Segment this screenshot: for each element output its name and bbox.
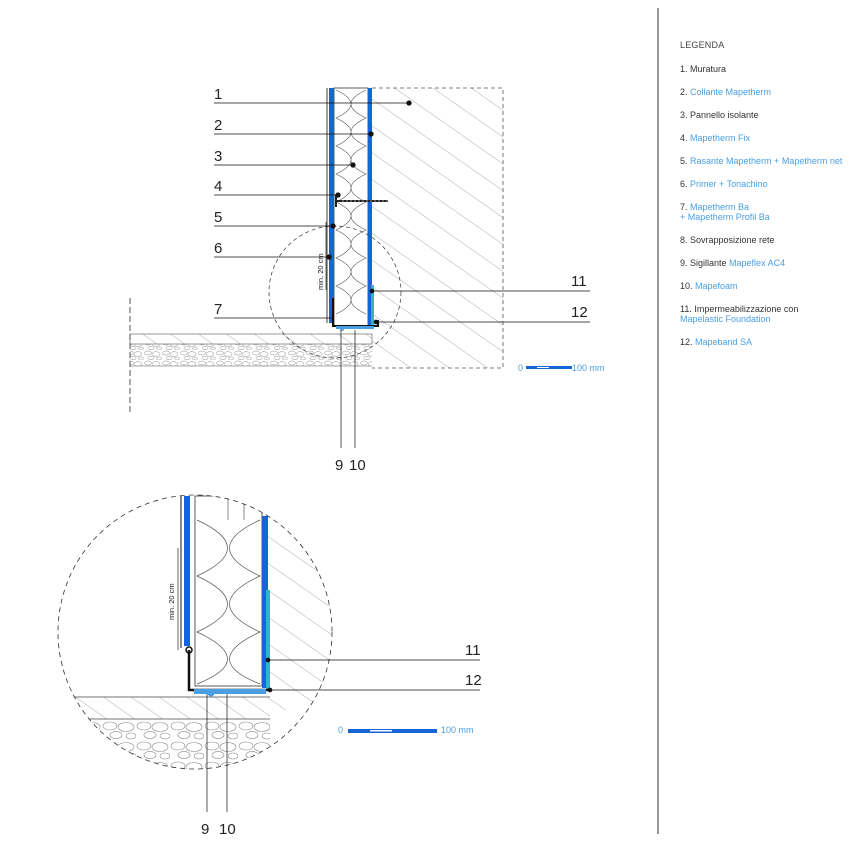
callout-2: 2 <box>214 117 222 134</box>
legend-item-text: Mapefoam <box>692 281 738 291</box>
legend-item-text: Mapeflex AC4 <box>729 258 786 268</box>
legend-item-number: 10. <box>680 281 693 291</box>
callout-9: 9 <box>335 457 343 474</box>
legend-item: 12. Mapeband SA <box>680 337 857 347</box>
legend-items: 1. Muratura 2. Collante Mapetherm 3. Panne… <box>680 64 857 347</box>
legend-item-text: Impermeabilizzazione con <box>691 304 799 314</box>
callout-11: 11 <box>571 273 587 290</box>
legend-item-text: Mapelastic Foundation <box>680 314 771 324</box>
legend-title: LEGENDA <box>680 40 725 50</box>
svg-text:100 mm: 100 mm <box>441 725 474 735</box>
legend-item-text: Mapetherm Fix <box>687 133 751 143</box>
adhesive-layer <box>368 88 372 328</box>
floor-slab <box>129 333 373 345</box>
legend-item: 10. Mapefoam <box>680 281 857 291</box>
callout-4: 4 <box>214 178 222 195</box>
callout-6: 6 <box>214 240 222 257</box>
callout-7: 7 <box>214 301 222 318</box>
legend-item-text: Sovrapposizione rete <box>687 235 775 245</box>
legend-item-text: Mapeband SA <box>692 337 753 347</box>
insulation-panel <box>333 87 369 327</box>
svg-text:0: 0 <box>518 363 523 373</box>
legend-item: 4. Mapetherm Fix <box>680 133 857 143</box>
legend-item-number: 2. <box>680 87 688 97</box>
legend-item-number: 9. <box>680 258 688 268</box>
legend-item-number: 1. <box>680 64 688 74</box>
callout-3: 3 <box>214 148 222 165</box>
legend-item-number: 12. <box>680 337 693 347</box>
legend-item-number: 5. <box>680 156 688 166</box>
legend-item-number: 6. <box>680 179 688 189</box>
legend-item-text: Collante Mapetherm <box>687 87 772 97</box>
masonry-outline <box>372 87 504 369</box>
legend-item: 5. Rasante Mapetherm + Mapetherm net <box>680 156 857 166</box>
callout-10: 10 <box>349 457 366 474</box>
legend-item-text: Pannello isolante <box>687 110 759 120</box>
detail-circle-large <box>57 494 333 770</box>
waterproofing <box>371 285 374 327</box>
legend-item: 8. Sovrapposizione rete <box>680 235 857 245</box>
legend-item: 1. Muratura <box>680 64 857 74</box>
legend-item: 6. Primer + Tonachino <box>680 179 857 189</box>
legend-item-text: Primer + Tonachino <box>687 179 768 189</box>
legend-item: 2. Collante Mapetherm <box>680 87 857 97</box>
top-section-drawing: min. 20 cm 1 2 3 4 5 6 7 11 12 <box>129 86 605 474</box>
callout-12: 12 <box>571 304 588 321</box>
legend-item: 3. Pannello isolante <box>680 110 857 120</box>
svg-text:0: 0 <box>338 725 343 735</box>
legend-item-number: 8. <box>680 235 688 245</box>
legend-item-text: Rasante Mapetherm + Mapetherm net <box>687 156 843 166</box>
callout-5: 5 <box>214 209 222 226</box>
leaders-top-right <box>369 288 590 325</box>
dowel-fix <box>335 195 388 207</box>
legend-item-text: + Mapetherm Profil Ba <box>680 212 770 222</box>
scale-bar-detail: 0 100 mm <box>338 725 474 735</box>
legend: LEGENDA 1. Muratura 2. Collante Mapetherm… <box>680 40 857 360</box>
detail-callout-10: 10 <box>219 821 236 838</box>
detail-callout-11: 11 <box>465 642 481 659</box>
legend-item: 7. Mapetherm Ba+ Mapetherm Profil Ba <box>680 202 857 222</box>
detail-callout-12: 12 <box>465 672 482 689</box>
detail-section-drawing: min. 20 cm 11 12 9 10 0 100 mm <box>57 494 482 838</box>
leaders-top-left <box>214 100 412 319</box>
detail-callout-9: 9 <box>201 821 209 838</box>
legend-item-number: 3. <box>680 110 688 120</box>
legend-item-number: 11. <box>680 304 692 314</box>
legend-item-number: 4. <box>680 133 688 143</box>
scale-bar-top: 0 100 mm <box>518 363 605 373</box>
legend-item-text: Sigillante <box>687 258 730 268</box>
dimension-label-detail: min. 20 cm <box>167 583 176 620</box>
svg-text:100 mm: 100 mm <box>572 363 605 373</box>
render-layer <box>329 88 334 323</box>
legend-item: 9. Sigillante Mapeflex AC4 <box>680 258 857 268</box>
dimension-label-top: min. 20 cm <box>316 253 325 290</box>
legend-item-text: Mapetherm Ba <box>687 202 750 212</box>
legend-item-text: Muratura <box>687 64 727 74</box>
callout-1: 1 <box>214 86 222 103</box>
gravel-layer <box>130 344 372 366</box>
leaders-top-bottom <box>340 330 356 448</box>
legend-item-number: 7. <box>680 202 688 212</box>
